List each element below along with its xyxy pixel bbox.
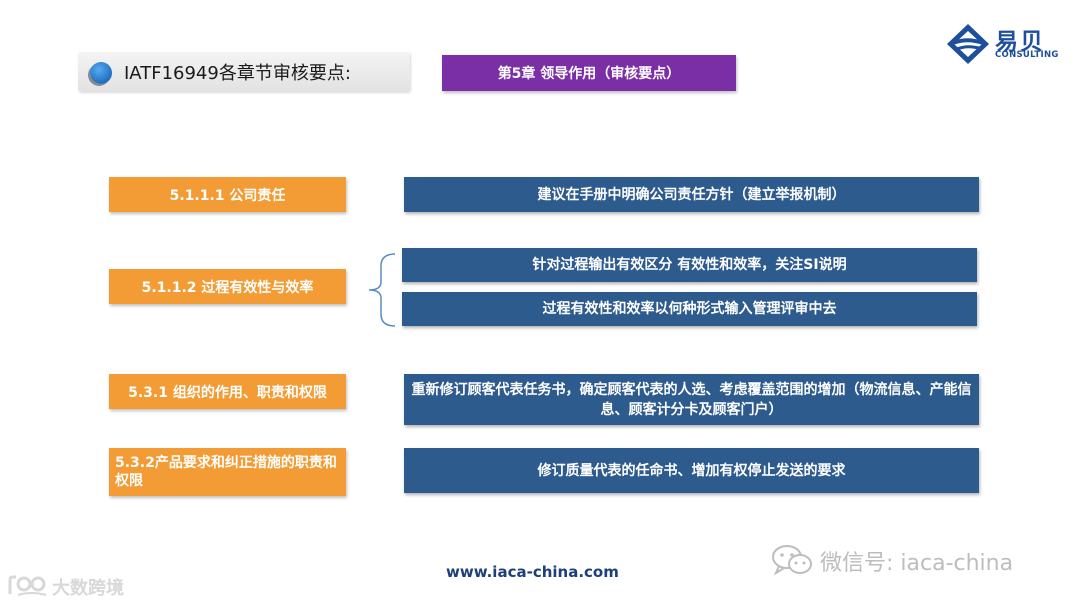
logo-mark-icon <box>947 24 989 64</box>
wechat-icon <box>772 545 812 576</box>
page-title: IATF16949各章节审核要点: <box>124 63 351 84</box>
company-logo: 易贝 CONSULTING <box>945 22 1060 66</box>
section-note-5-1-1-2b: 过程有效性和效率以何种形式输入管理评审中去 <box>402 292 977 326</box>
logo-text-en: CONSULTING <box>995 50 1059 60</box>
section-note-5-3-2: 修订质量代表的任命书、增加有权停止发送的要求 <box>404 448 979 493</box>
section-note-5-1-1-1: 建议在手册中明确公司责任方针（建立举报机制） <box>404 177 979 212</box>
section-label-5-3-1: 5.3.1 组织的作用、职责和权限 <box>109 374 346 409</box>
logo-text-cn: 易贝 <box>995 29 1045 55</box>
section-label-5-3-2: 5.3.2产品要求和纠正措施的职责和权限 <box>109 448 346 496</box>
watermark-logo-icon <box>8 575 47 596</box>
header-box <box>78 52 410 92</box>
section-note-5-3-1: 重新修订顾客代表任务书，确定顾客代表的人选、考虑覆盖范围的增加（物流信息、产能信… <box>404 374 979 425</box>
watermark-text: 大数跨境 <box>52 578 124 599</box>
chapter-title: 第5章 领导作用（审核要点） <box>442 55 736 91</box>
footer-url[interactable]: www.iaca-china.com <box>446 563 619 581</box>
section-note-5-1-1-2a: 针对过程输出有效区分 有效性和效率，关注SI说明 <box>402 248 977 282</box>
section-label-5-1-1-1: 5.1.1.1 公司责任 <box>109 177 346 212</box>
wechat-id: 微信号: iaca-china <box>820 551 1014 576</box>
bullet-icon <box>90 62 112 84</box>
section-label-5-1-1-2: 5.1.1.2 过程有效性与效率 <box>109 269 346 304</box>
brace-connector <box>368 253 396 327</box>
